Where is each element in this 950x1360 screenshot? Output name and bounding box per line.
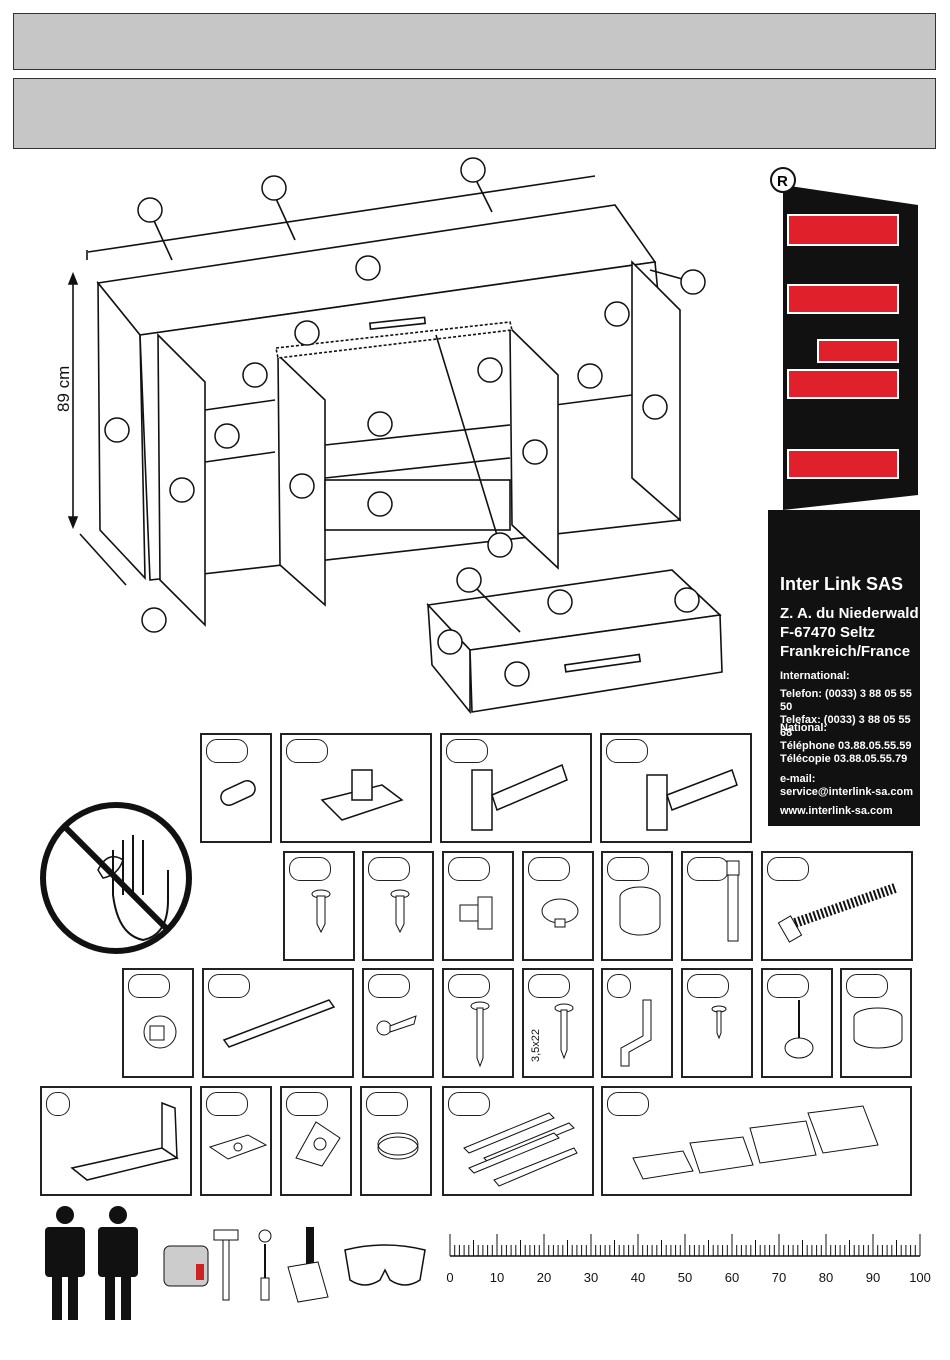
tape-measure-icon	[163, 1245, 209, 1287]
corner-block-icon	[295, 1121, 341, 1167]
screw-icon	[554, 1003, 574, 1060]
ruler-tick-label: 0	[446, 1270, 454, 1285]
ruler-tick-label: 80	[818, 1270, 834, 1285]
ruler-tick-label: 90	[865, 1270, 881, 1285]
ruler-tick-label: 20	[536, 1270, 552, 1285]
national-phones: Téléphone 03.88.05.55.59 Télécopie 03.88…	[780, 740, 912, 765]
bolt-icon	[726, 860, 740, 942]
connector-icon	[143, 1015, 177, 1049]
bracket-icon	[70, 1101, 179, 1181]
screw-icon	[390, 889, 410, 934]
part-box-long-screw	[761, 851, 913, 961]
shim-icon	[632, 1105, 879, 1180]
national-label: National:	[780, 722, 828, 734]
part-box-bolt	[681, 851, 753, 961]
company-name: Inter Link SAS	[780, 574, 904, 594]
part-box-hinge-b	[600, 733, 752, 843]
plate-icon	[208, 1134, 268, 1160]
email-label: e-mail:	[780, 773, 816, 785]
part-box-bracket	[40, 1086, 192, 1196]
part-box-foot	[761, 968, 833, 1078]
part-box-screw-35x22: 3,5x22	[522, 968, 594, 1078]
screw-icon	[470, 1001, 490, 1068]
ruler	[449, 1234, 921, 1257]
bolt-icon	[777, 883, 897, 943]
ruler-tick-label: 70	[771, 1270, 787, 1285]
part-box-screw-a	[283, 851, 355, 961]
child-warning-icon	[40, 802, 192, 954]
cam-lock-icon	[619, 886, 661, 936]
screw-size-label: 3,5x22	[530, 1028, 542, 1062]
company-info-panel: Inter Link SAS Z. A. du Niederwald F-674…	[768, 510, 920, 826]
header-bar-1	[13, 13, 936, 70]
email-address[interactable]: service@interlink-sa.com	[780, 786, 914, 798]
two-persons-icon	[45, 1206, 138, 1320]
part-box-handle	[202, 968, 354, 1078]
part-box-hinge-a	[440, 733, 592, 843]
screwdriver-icon	[258, 1229, 272, 1301]
dowel-icon	[220, 780, 256, 806]
hinge-icon	[646, 769, 738, 831]
part-box-drawer-runners	[442, 1086, 594, 1196]
international-label: International:	[780, 670, 850, 682]
drill-icon	[287, 1227, 329, 1303]
brand-logo: R	[770, 167, 918, 510]
cap-icon	[541, 898, 579, 928]
height-dimension-label: 89 cm	[54, 365, 73, 412]
company-address: Z. A. du Niederwald F-67470 Seltz Frankr…	[780, 605, 919, 660]
part-box-shims	[601, 1086, 912, 1196]
allen-key-icon	[620, 999, 652, 1067]
part-box-screw-b	[362, 851, 434, 961]
part-box-cap	[522, 851, 594, 961]
felt-pad-icon	[377, 1132, 419, 1160]
hinge-icon	[471, 763, 568, 831]
foot-icon	[784, 1000, 814, 1059]
ruler-tick-label: 30	[583, 1270, 599, 1285]
part-box-plate	[200, 1086, 272, 1196]
part-box-cam-lock	[601, 851, 673, 961]
screw-icon	[376, 1015, 417, 1036]
part-box-corner-block	[280, 1086, 352, 1196]
drawer-runner-icon	[463, 1112, 578, 1187]
part-box-screw-d	[442, 968, 514, 1078]
hammer-icon	[213, 1229, 239, 1301]
sideboard-diagram	[67, 157, 723, 715]
part-box-dowel	[200, 733, 272, 843]
safety-glasses-icon	[344, 1244, 426, 1286]
glide-icon	[853, 1007, 903, 1049]
shelf-pin-icon	[459, 896, 493, 930]
registered-mark: R	[777, 173, 788, 190]
website-link[interactable]: www.interlink-sa.com	[780, 805, 893, 817]
part-box-allen-key	[601, 968, 673, 1078]
part-box-small-screw	[681, 968, 753, 1078]
header-bar-2	[13, 78, 936, 149]
ruler-tick-label: 100	[909, 1270, 931, 1285]
screw-icon	[711, 1005, 727, 1040]
part-box-felt-pad	[360, 1086, 432, 1196]
international-phones: Telefon: (0033) 3 88 05 55 50 Telefax: (…	[780, 688, 912, 739]
part-box-glide	[840, 968, 912, 1078]
part-box-connector	[122, 968, 194, 1078]
part-box-hinge-plate	[280, 733, 432, 843]
ruler-tick-label: 50	[677, 1270, 693, 1285]
ruler-tick-label: 60	[724, 1270, 740, 1285]
ruler-tick-label: 40	[630, 1270, 646, 1285]
part-box-shelf-pin	[442, 851, 514, 961]
screw-icon	[311, 889, 331, 934]
hinge-plate-icon	[320, 769, 404, 821]
part-box-screw-c	[362, 968, 434, 1078]
ruler-tick-label: 10	[489, 1270, 505, 1285]
handle-bar-icon	[222, 999, 336, 1048]
